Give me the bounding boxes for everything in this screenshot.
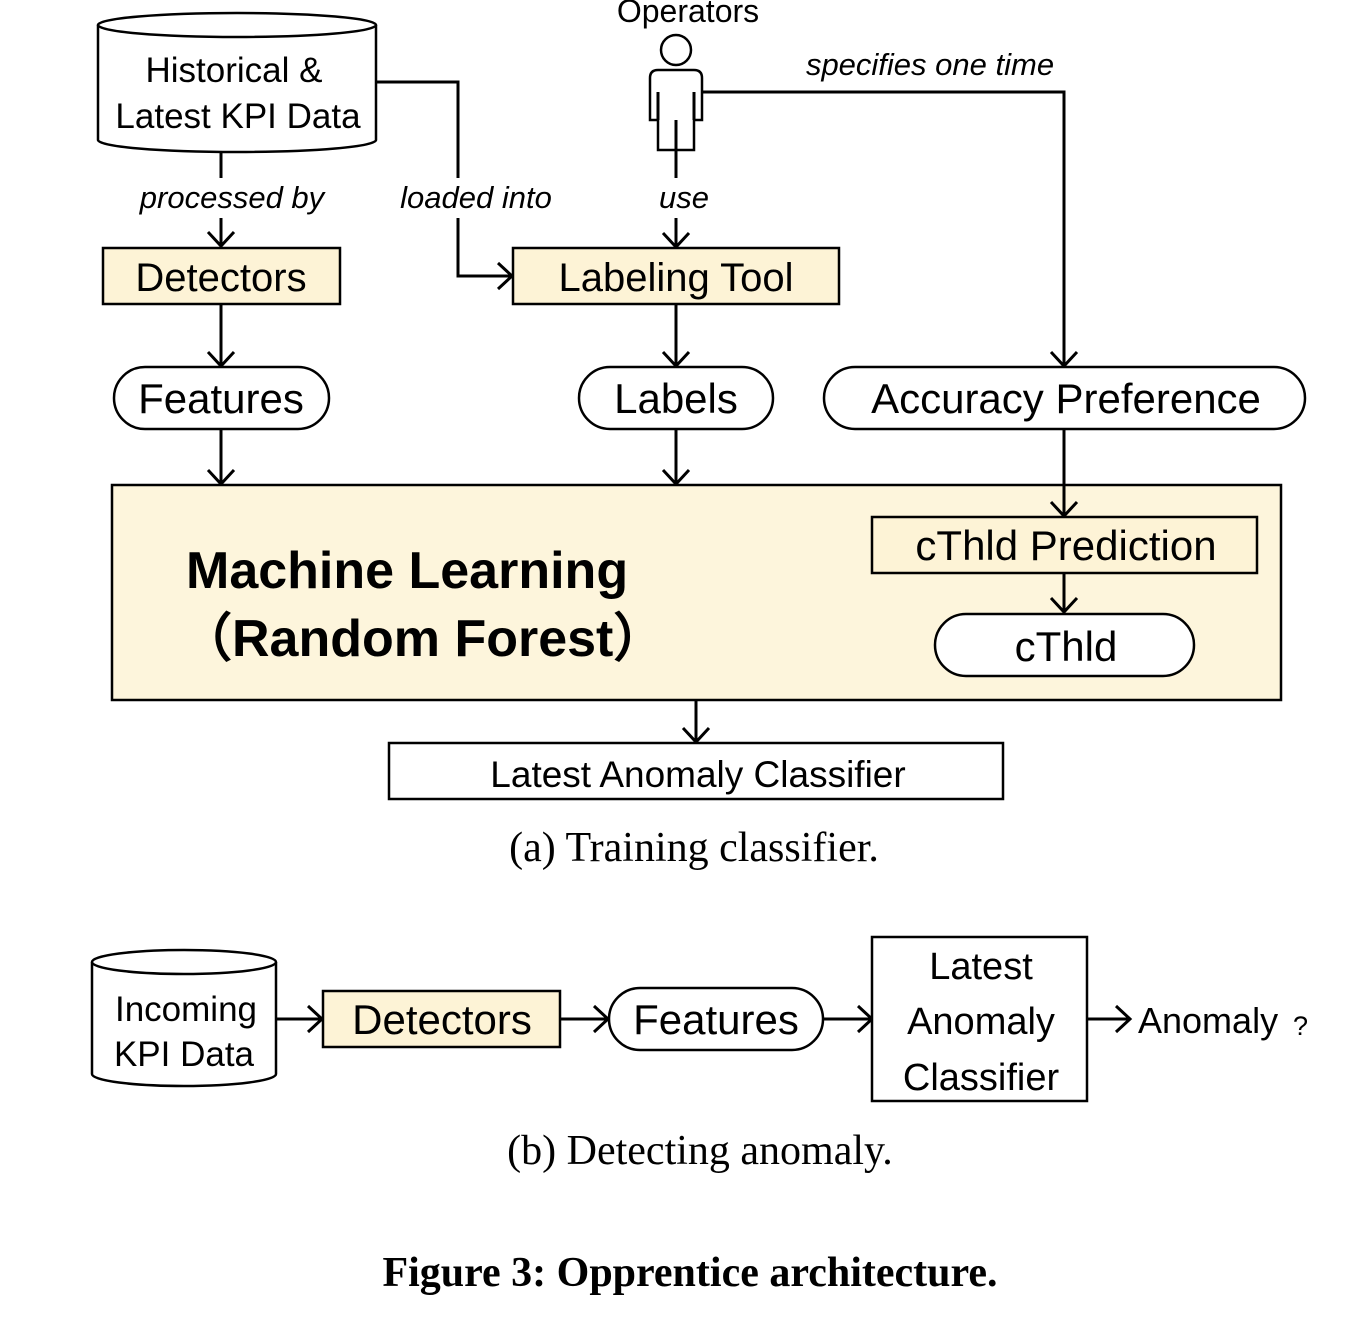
incoming-db-line1: Incoming	[115, 990, 257, 1029]
classifier-label: Latest Anomaly Classifier	[490, 754, 905, 795]
edge-features-to-classifier-b	[823, 1004, 875, 1034]
edge-operators-to-accuracy-preference	[702, 90, 1079, 369]
ml-title-line2: （Random Forest）	[180, 610, 665, 668]
edge-ml-to-classifier	[681, 700, 711, 745]
features-node: Features	[112, 365, 331, 431]
features-label-b: Features	[633, 996, 799, 1043]
detectors-box: Detectors	[101, 246, 342, 306]
edge-label-specifies-one-time: specifies one time	[806, 47, 1054, 82]
historical-db-line1: Historical &	[146, 51, 323, 90]
edge-detectors-to-features-b	[560, 1004, 611, 1034]
cthld-prediction-box: cThld Prediction	[870, 515, 1259, 575]
incoming-kpi-database: Incoming KPI Data	[90, 948, 278, 1088]
edge-db-to-detectors	[206, 152, 236, 249]
edge-detectors-to-features	[206, 304, 236, 369]
ml-title-line1: Machine Learning	[186, 542, 628, 600]
edge-cthld-prediction-to-cthld	[1049, 573, 1079, 615]
edge-label-processed-by: processed by	[139, 180, 327, 215]
historical-kpi-database: Historical & Latest KPI Data	[96, 11, 378, 154]
figure-caption: Figure 3: Opprentice architecture.	[382, 1250, 997, 1296]
labels-node: Labels	[577, 365, 775, 431]
classifier-b-line1: Latest	[929, 946, 1033, 988]
detectors-box-b: Detectors	[321, 989, 562, 1049]
incoming-db-line2: KPI Data	[114, 1035, 255, 1074]
cthld-prediction-label: cThld Prediction	[915, 522, 1216, 569]
labeling-tool-label: Labeling Tool	[558, 256, 793, 300]
anomaly-output-label: Anomaly	[1138, 1000, 1278, 1041]
person-icon	[648, 33, 704, 152]
labeling-tool-box: Labeling Tool	[511, 246, 841, 306]
detectors-label: Detectors	[135, 256, 306, 300]
operators-label: Operators	[617, 0, 759, 29]
edge-classifier-to-output	[1087, 1004, 1133, 1034]
edge-incoming-to-detectors	[276, 1004, 325, 1034]
caption-training: (a) Training classifier.	[509, 825, 879, 871]
features-node-b: Features	[607, 986, 825, 1052]
cthld-label: cThld	[1015, 623, 1118, 670]
edge-features-to-ml	[206, 429, 236, 487]
detectors-label-b: Detectors	[352, 996, 532, 1043]
edge-label-loaded-into: loaded into	[400, 180, 552, 215]
features-label: Features	[138, 375, 304, 422]
caption-detecting: (b) Detecting anomaly.	[507, 1128, 893, 1174]
accuracy-preference-node: Accuracy Preference	[822, 365, 1307, 431]
latest-anomaly-classifier-box-b: Latest Anomaly Classifier	[870, 935, 1089, 1103]
edge-labeling-tool-to-labels	[661, 304, 691, 369]
accuracy-preference-label: Accuracy Preference	[871, 375, 1261, 422]
latest-anomaly-classifier-box: Latest Anomaly Classifier	[387, 741, 1005, 801]
historical-db-line2: Latest KPI Data	[115, 97, 361, 136]
classifier-b-line2: Anomaly	[907, 1001, 1055, 1043]
cthld-node: cThld	[933, 612, 1196, 678]
anomaly-output-question: ?	[1293, 1011, 1308, 1041]
labels-label: Labels	[614, 375, 738, 422]
classifier-b-line3: Classifier	[903, 1057, 1060, 1099]
edge-labels-to-ml	[661, 429, 691, 487]
edge-label-use: use	[659, 180, 709, 215]
